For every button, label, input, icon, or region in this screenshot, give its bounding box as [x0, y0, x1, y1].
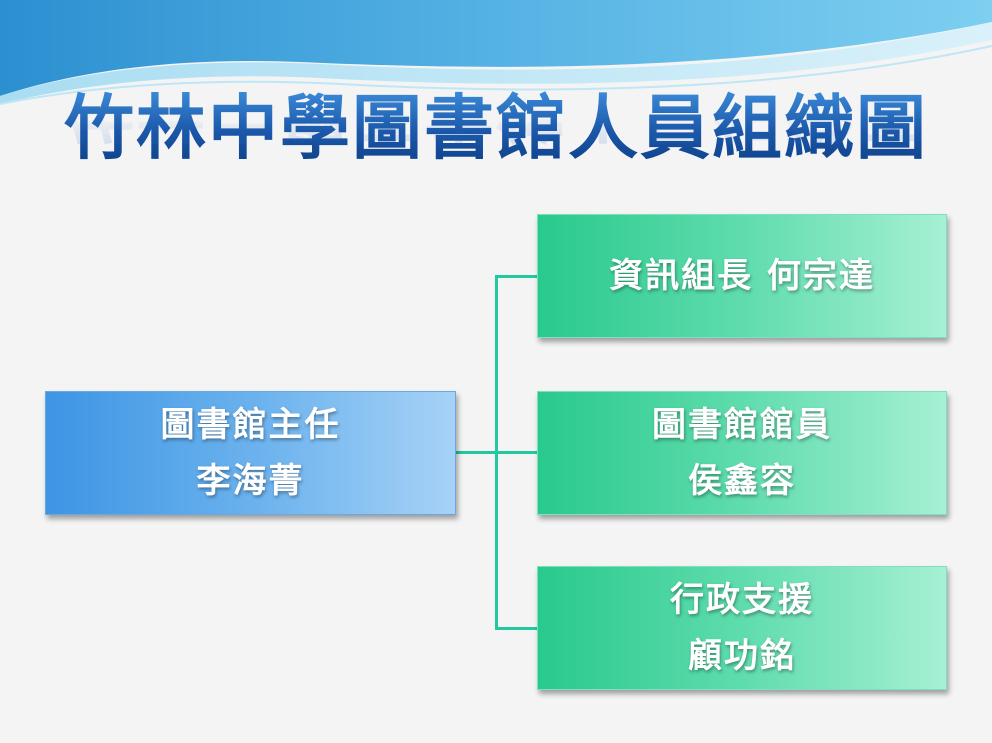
connector-to-staff-2	[495, 451, 537, 454]
connector-to-staff-3	[495, 627, 537, 630]
staff-node-librarian: 圖書館館員 侯鑫容	[537, 391, 947, 515]
chart-title: 竹林中學圖書館人員組織圖	[64, 87, 928, 169]
staff-3-line1: 行政支援	[670, 580, 814, 620]
head-name-label: 李海菁	[196, 461, 305, 501]
staff-2-line2: 侯鑫容	[688, 461, 796, 501]
header-wave-decoration	[0, 0, 992, 105]
staff-1-line1: 資訊組長 何宗達	[609, 256, 875, 296]
connector-head-to-trunk	[456, 451, 497, 454]
staff-node-admin-support: 行政支援 顧功銘	[537, 566, 947, 690]
connector-to-staff-1	[495, 275, 537, 278]
staff-3-line2: 顧功銘	[688, 636, 796, 676]
head-role-label: 圖書館主任	[160, 405, 341, 445]
staff-node-info-section-chief: 資訊組長 何宗達	[537, 214, 947, 338]
staff-2-line1: 圖書館館員	[652, 405, 832, 445]
head-node-library-director: 圖書館主任 李海菁	[45, 391, 456, 515]
